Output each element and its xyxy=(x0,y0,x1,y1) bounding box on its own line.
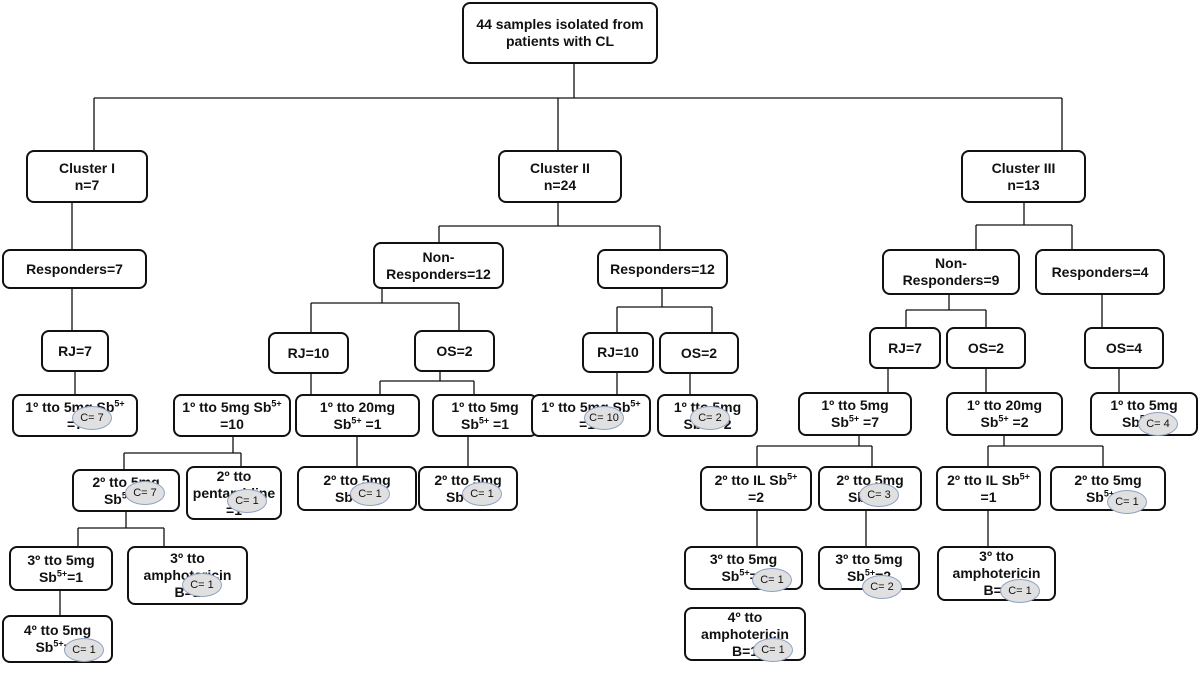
node-text: Sb5+=1 xyxy=(38,567,84,585)
count-badge: C= 1 xyxy=(753,638,793,662)
count-badge: C= 1 xyxy=(350,482,390,506)
node-text: 1º tto 20mg xyxy=(319,398,396,415)
node-c2ros: OS=2 xyxy=(659,332,739,374)
node-text: 3º tto xyxy=(979,548,1014,564)
node-text: Responders=9 xyxy=(902,272,1000,288)
node-text: Sb5+ =2 xyxy=(980,413,1029,430)
node-text: OS=2 xyxy=(680,344,718,361)
node-c2nr: Non-Responders=12 xyxy=(373,242,504,289)
node-c2rrj: RJ=10 xyxy=(582,332,654,373)
node-c3rj: RJ=7 xyxy=(869,327,941,369)
node-text: B=1 xyxy=(731,642,759,659)
count-badge: C= 2 xyxy=(862,575,902,599)
node-text: 2º tto IL Sb5+ xyxy=(714,470,798,488)
count-badge: C= 2 xyxy=(690,406,730,430)
node-text: RJ=10 xyxy=(597,344,639,360)
count-badge: C= 1 xyxy=(752,568,792,592)
node-c1resp: Responders=7 xyxy=(2,249,147,289)
node-text: 3º tto 5mg xyxy=(709,551,778,567)
node-text: 1º tto 5mg Sb5+ xyxy=(182,397,282,415)
node-text: 2º tto IL Sb5+ xyxy=(947,470,1030,488)
node-text: 4º tto xyxy=(727,608,763,625)
node-text: 2º tto xyxy=(216,467,252,484)
node-text: n=13 xyxy=(1007,176,1040,193)
node-text: 1º tto 5mg xyxy=(1110,397,1178,413)
count-badge: C= 1 xyxy=(462,482,502,506)
node-text: =1 xyxy=(980,488,997,505)
node-text: n=7 xyxy=(74,176,100,193)
node-c2nros: OS=2 xyxy=(414,330,495,372)
node-text: 2º tto 5mg xyxy=(1074,471,1142,488)
node-text: Cluster III xyxy=(991,159,1056,176)
node-c3os: OS=2 xyxy=(946,327,1026,369)
count-badge: C= 1 xyxy=(227,489,267,513)
count-badge: C= 1 xyxy=(1000,579,1040,603)
node-text: RJ=7 xyxy=(58,342,92,359)
node-text: Responders=7 xyxy=(26,260,123,277)
node-c3resp: Responders=4 xyxy=(1035,249,1165,295)
node-text: Responders=4 xyxy=(1051,263,1149,280)
node-text: 3º tto 5mg xyxy=(27,551,95,568)
node-text: =2 xyxy=(748,488,764,505)
node-text: Cluster I xyxy=(58,159,115,176)
node-text: 1º tto 20mg xyxy=(966,397,1043,413)
node-text: RJ=10 xyxy=(287,344,330,361)
node-c2nrrj: RJ=10 xyxy=(268,332,349,374)
node-text: patients with CL xyxy=(505,33,615,49)
node-text: Non- xyxy=(422,248,455,265)
node-text: RJ=7 xyxy=(888,339,922,356)
node-text: 3º tto 5mg xyxy=(835,551,903,567)
node-text: 1º tto 5mg xyxy=(451,398,519,415)
node-text: Sb5+ =1 xyxy=(460,414,509,432)
node-text: n=24 xyxy=(543,176,577,193)
node-text: Sb5+ =7 xyxy=(830,413,879,430)
node-text: OS=4 xyxy=(1105,339,1143,356)
node-c1rj: RJ=7 xyxy=(41,330,109,372)
count-badge: C= 10 xyxy=(584,406,624,430)
count-badge: C= 3 xyxy=(859,483,899,507)
count-badge: C= 7 xyxy=(72,406,112,430)
node-text: OS=2 xyxy=(436,342,473,359)
node-text: Responders=12 xyxy=(610,260,715,277)
node-n_a: 1º tto 5mg Sb5+=10 xyxy=(173,394,291,437)
count-badge: C= 1 xyxy=(1107,490,1147,514)
node-text: Sb5+ =1 xyxy=(333,414,382,432)
node-m_f: 2º tto IL Sb5+=1 xyxy=(936,466,1041,511)
node-text: OS=2 xyxy=(967,339,1005,356)
node-c3ros: OS=4 xyxy=(1084,327,1164,369)
node-c3nr: Non-Responders=9 xyxy=(882,249,1020,295)
node-text: Responders=12 xyxy=(386,265,491,282)
node-text: Non- xyxy=(935,255,967,271)
node-c2resp: Responders=12 xyxy=(597,249,728,289)
node-text: amphotericin xyxy=(952,565,1041,581)
count-badge: C= 7 xyxy=(125,481,165,505)
node-m_d: 2º tto IL Sb5+=2 xyxy=(700,466,812,511)
node-text: 3º tto xyxy=(170,550,205,566)
node-text: =10 xyxy=(220,415,244,432)
node-text: 1º tto 5mg xyxy=(821,397,889,413)
count-badge: C= 1 xyxy=(182,573,222,597)
node-text: 44 samples isolated from xyxy=(476,16,644,32)
node-text: amphotericin xyxy=(701,625,789,642)
count-badge: C= 4 xyxy=(1138,412,1178,436)
node-text: Cluster II xyxy=(530,159,590,176)
count-badge: C= 1 xyxy=(64,638,104,662)
node-text: 4º tto 5mg xyxy=(23,622,92,638)
